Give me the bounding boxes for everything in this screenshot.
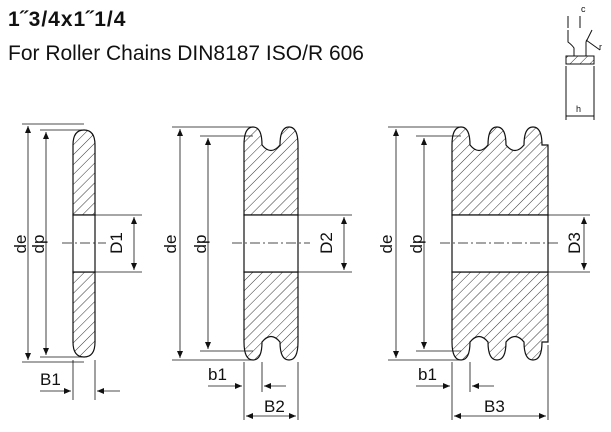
label-b1-2: b1 — [208, 365, 227, 384]
sprocket-simplex-dimensions — [22, 123, 142, 400]
sprocket-triplex — [440, 126, 560, 361]
label-de-2: de — [161, 235, 180, 254]
label-de-3: de — [377, 235, 396, 254]
label-dp-2: dp — [191, 235, 210, 254]
label-D1: D1 — [107, 232, 126, 254]
label-dp-1: dp — [29, 235, 48, 254]
label-D2: D2 — [317, 232, 336, 254]
page-title: 1˝3/4x1˝1/4 — [8, 8, 127, 31]
label-D3: D3 — [565, 232, 584, 254]
label-c: c — [581, 4, 586, 14]
label-B1: B1 — [40, 370, 61, 389]
sprocket-triplex-dimensions — [388, 126, 590, 420]
label-dp-3: dp — [407, 235, 426, 254]
label-b1-3: b1 — [418, 365, 437, 384]
label-h: h — [576, 104, 581, 114]
sprocket-duplex-dimensions — [172, 126, 352, 420]
sprocket-duplex — [232, 126, 310, 361]
label-de-1: de — [11, 235, 30, 254]
tooth-profile-detail — [565, 16, 601, 120]
label-r: r — [599, 42, 602, 52]
label-B2: B2 — [264, 397, 285, 416]
label-B3: B3 — [484, 397, 505, 416]
page-subtitle: For Roller Chains DIN8187 ISO/R 606 — [8, 42, 364, 65]
sprocket-simplex — [62, 129, 106, 358]
